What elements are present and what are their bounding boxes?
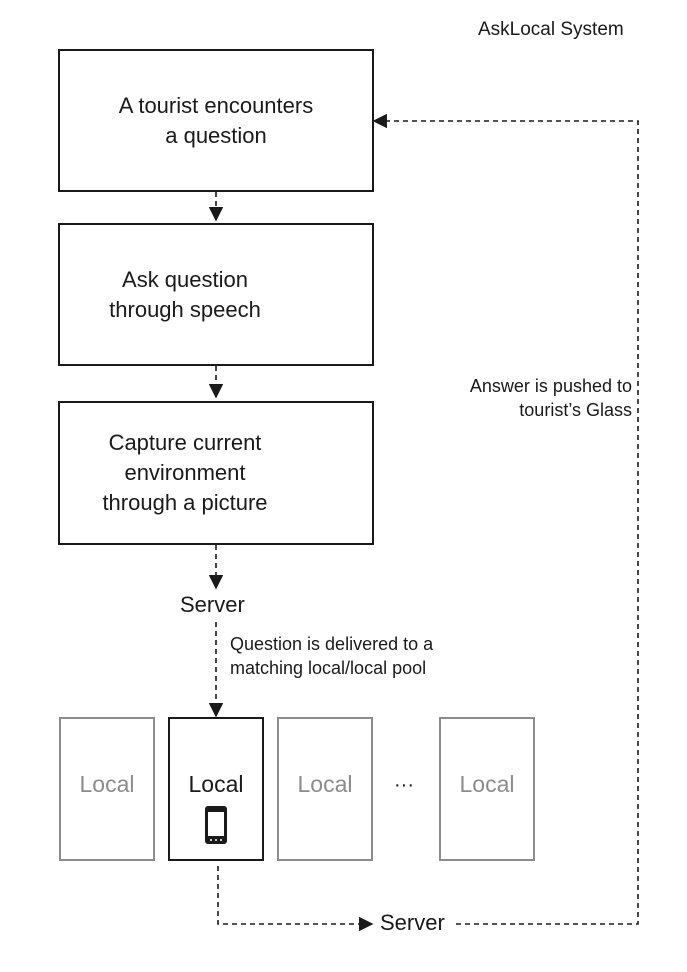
step-label-line: a question <box>165 123 267 148</box>
arrow-server-to-tourist <box>372 113 639 925</box>
arrow-local-to-server <box>217 866 374 932</box>
step-box-speech: Ask question through speech <box>58 223 374 366</box>
step-label: A tourist encounters a question <box>60 91 372 151</box>
answer-annotation: Answer is pushed to tourist’s Glass <box>470 374 632 422</box>
local-label: Local <box>79 771 135 797</box>
smartphone-icon <box>205 806 227 844</box>
step-label: Capture current environment through a pi… <box>80 428 290 518</box>
answer-annotation-line: tourist’s Glass <box>519 400 632 420</box>
local-node: Local <box>277 717 373 861</box>
step-label-line: Ask question <box>122 267 248 292</box>
step-label: Ask question through speech <box>80 265 290 325</box>
step-box-encounter: A tourist encounters a question <box>58 49 374 192</box>
local-ellipsis: ··· <box>394 774 414 796</box>
step-label-line: through a picture <box>102 490 268 515</box>
local-node: Local <box>59 717 155 861</box>
step-label-line: through speech <box>109 297 261 322</box>
step-label-line: environment <box>124 460 246 485</box>
local-node-active: Local <box>168 717 264 861</box>
local-label: Local <box>188 771 244 797</box>
step-label-line: A tourist encounters <box>118 93 314 118</box>
server-node-label: Server <box>380 910 445 935</box>
step-label-line: Capture current <box>108 430 262 455</box>
local-label: Local <box>459 771 515 797</box>
delivery-annotation: Question is delivered to a matching loca… <box>230 632 433 680</box>
local-node: Local <box>439 717 535 861</box>
delivery-annotation-line: Question is delivered to a <box>230 634 434 654</box>
step-box-picture: Capture current environment through a pi… <box>58 401 374 545</box>
answer-annotation-line: Answer is pushed to <box>469 376 632 396</box>
delivery-annotation-line: matching local/local pool <box>230 658 427 678</box>
server-node-label: Server <box>180 592 245 617</box>
diagram-title: AskLocal System <box>478 19 624 40</box>
local-label: Local <box>297 771 353 797</box>
